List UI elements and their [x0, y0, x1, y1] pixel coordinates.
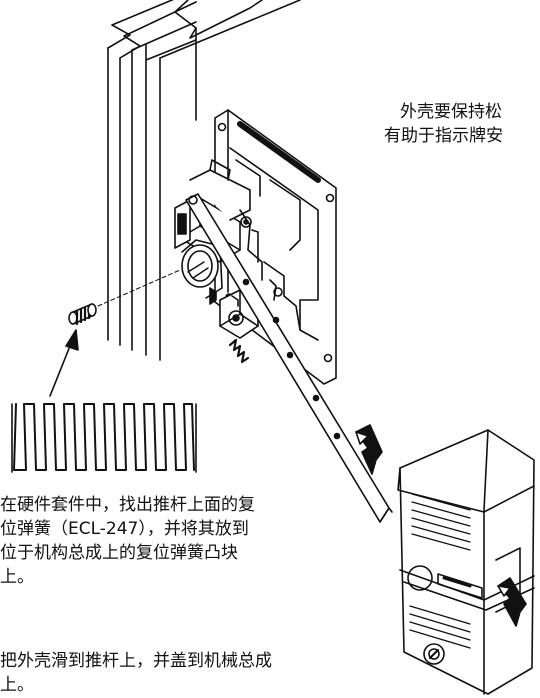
- housing-alignment-line-2: 有助于指示牌安: [384, 126, 503, 146]
- slide-arrow-lower: [497, 577, 527, 627]
- spring-instruction-line-3: 位于机构总成上的复位弹簧凸块: [0, 543, 238, 563]
- housing-alignment-note: 外壳要保持松 有助于指示牌安: [384, 100, 503, 148]
- door-frame: [107, 0, 301, 361]
- return-spring-detail: [11, 403, 197, 473]
- push-rod: [185, 193, 393, 523]
- housing-instruction-line-1: 把外壳滑到推杆上，并盖到机械总成: [0, 651, 272, 671]
- spring-instruction: 在硬件套件中，找出推杆上面的复 位弹簧（ECL-247），并将其放到 位于机构总…: [0, 493, 255, 589]
- slide-arrow-upper: [355, 424, 383, 475]
- housing-instruction: 把外壳滑到推杆上，并盖到机械总成 上。: [0, 649, 272, 697]
- spring-instruction-line-2: 位弹簧（ECL-247），并将其放到: [0, 519, 249, 539]
- housing-instruction-line-2: 上。: [0, 675, 34, 695]
- spring-instruction-line-4: 上。: [0, 567, 34, 587]
- spring-instruction-line-1: 在硬件套件中，找出推杆上面的复: [0, 495, 255, 515]
- return-spring-small: [68, 269, 181, 326]
- housing-alignment-line-1: 外壳要保持松: [400, 102, 502, 122]
- pointer-arrow: [49, 329, 79, 397]
- housing: [397, 429, 535, 695]
